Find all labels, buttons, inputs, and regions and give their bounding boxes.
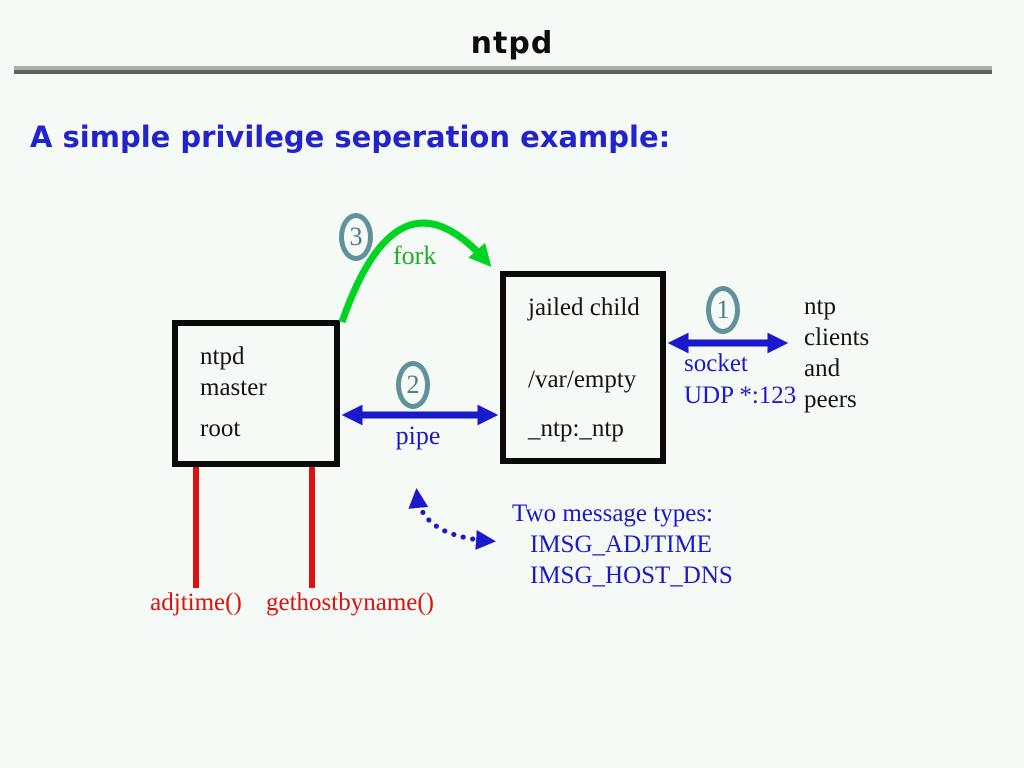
fork-label: fork [393,241,437,270]
clients-line-1: ntp [804,293,836,320]
ntpd-master-box: ntpd master root [172,320,340,467]
master-box-line-2: master [200,374,267,401]
title-divider-light [14,66,992,70]
child-box-line-1: jailed child [528,294,640,321]
step-badge-3: 3 [339,213,373,261]
message-types-title: Two message types: [512,500,713,527]
slide-title: ntpd [470,26,554,61]
step-badge-2: 2 [396,361,430,409]
slide-subtitle: A simple privilege seperation example: [30,120,671,154]
socket-label: socket [684,350,748,377]
child-box-line-3: _ntp:_ntp [528,415,624,442]
child-box-line-2: /var/empty [528,366,637,393]
title-divider-dark [14,70,992,74]
message-item-adjtime: IMSG_ADJTIME [530,531,712,558]
message-types-arrow [408,488,496,550]
clients-line-3: and [804,355,841,382]
master-box-line-3: root [200,415,241,442]
step-badge-1: 1 [706,286,740,334]
ntp-clients-label: ntp clients and peers [804,291,869,415]
gethostbyname-label: gethostbyname() [266,589,435,616]
clients-line-2: clients [804,324,870,351]
jailed-child-box: jailed child /var/empty _ntp:_ntp [500,271,666,464]
pipe-label: pipe [395,421,441,450]
udp-port-label: UDP *:123 [684,382,797,409]
adjtime-label: adjtime() [150,589,242,616]
clients-line-4: peers [804,386,857,413]
message-item-hostdns: IMSG_HOST_DNS [530,562,733,589]
master-box-line-1: ntpd [200,343,245,370]
